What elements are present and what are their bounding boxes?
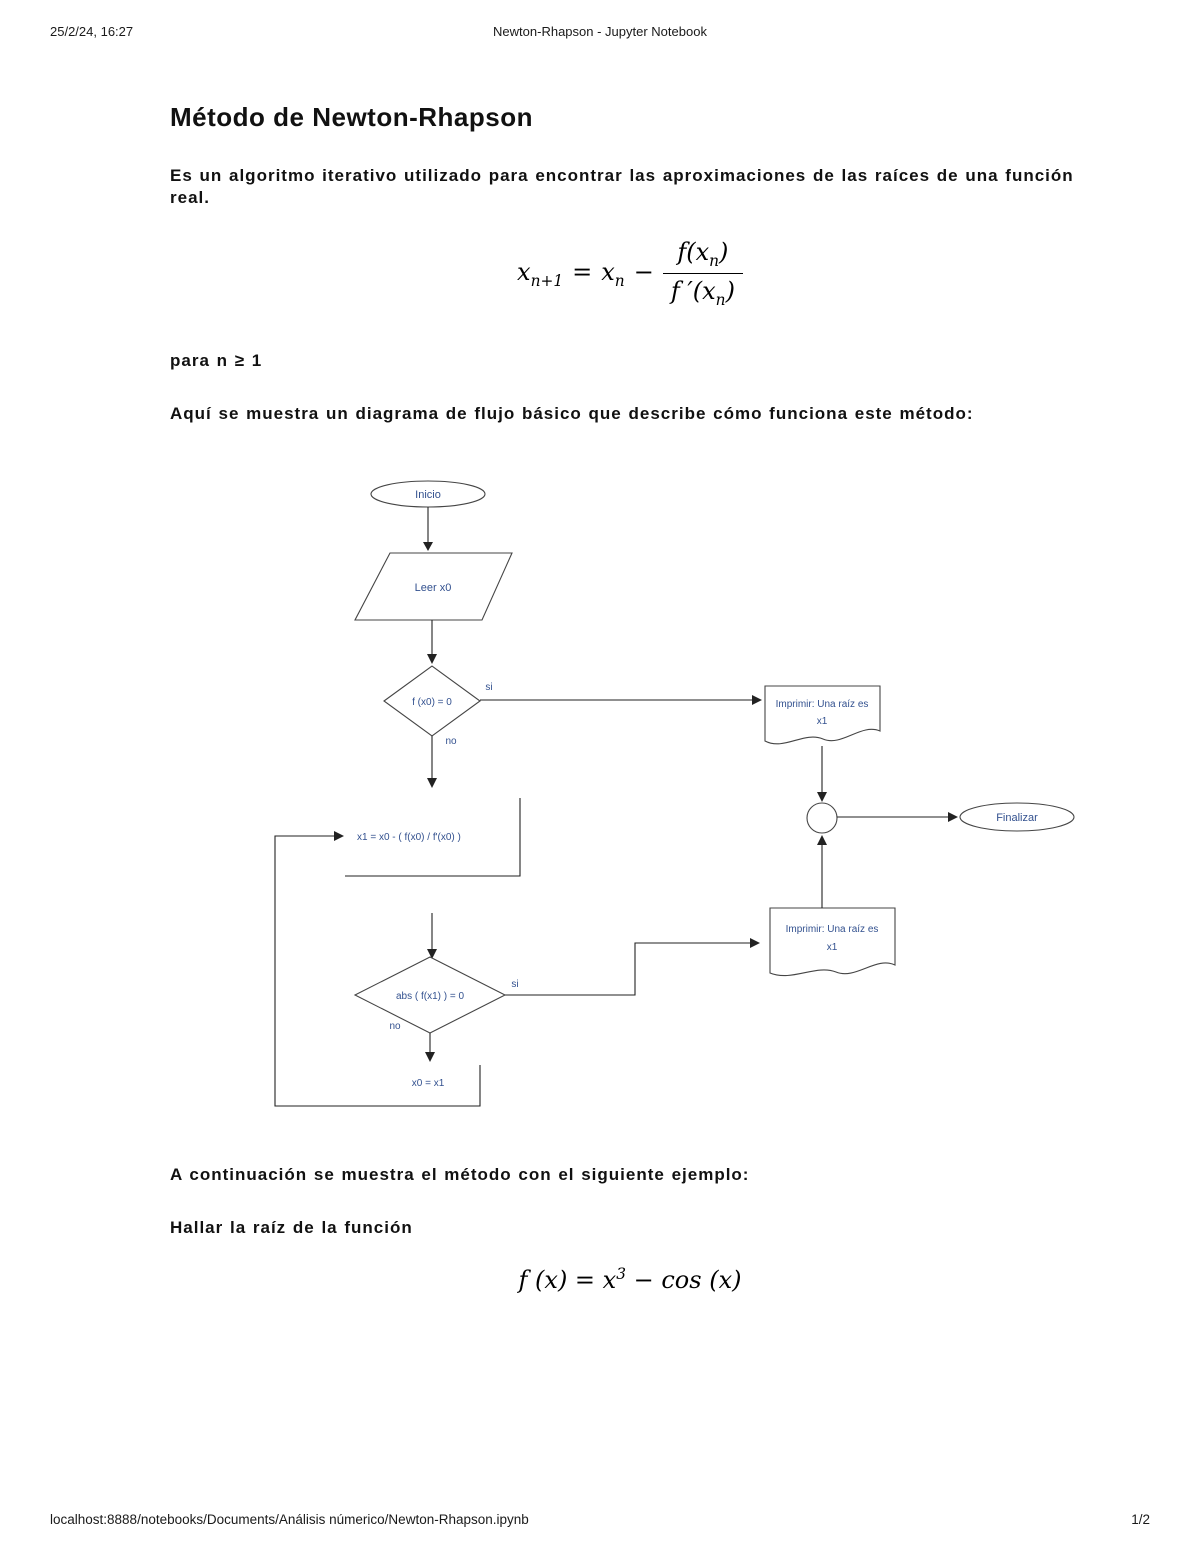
print-header-spacer <box>707 24 1150 39</box>
flowchart-decision2-yes-label: si <box>511 979 518 990</box>
flowchart-end-label: Finalizar <box>996 812 1038 824</box>
intro-paragraph: Es un algoritmo iterativo utilizado para… <box>170 166 1074 208</box>
page-title: Método de Newton-Rhapson <box>170 102 533 132</box>
formula-minus: − <box>633 257 654 286</box>
formula-lhs-base: x <box>517 257 531 286</box>
newton-formula-math: xn+1=xn−f(xn)f ′(xn) <box>517 238 743 308</box>
flowchart-decision2-no-label: no <box>389 1021 401 1032</box>
document-body: Método de Newton-Rhapson Es un algoritmo… <box>170 102 1090 1294</box>
flowchart-print1-line1: Imprimir: Una raíz es <box>776 699 869 710</box>
flowchart-decision2-label: abs ( f(x1) ) = 0 <box>396 991 465 1002</box>
numerator-post: ) <box>719 237 729 266</box>
print-header: 25/2/24, 16:27 Newton-Rhapson - Jupyter … <box>50 24 1150 39</box>
print-title: Newton-Rhapson - Jupyter Notebook <box>493 24 707 39</box>
arrowhead-decision2-no <box>425 1052 435 1063</box>
arrowhead-print2-to-connector <box>817 835 827 846</box>
print-footer: localhost:8888/notebooks/Documents/Análi… <box>50 1512 1150 1527</box>
formula-denominator: f ′(xn) <box>663 274 743 309</box>
flowchart-assign-box-lines <box>380 1065 481 1107</box>
flowchart-intro-paragraph: Aquí se muestra un diagrama de flujo bás… <box>170 403 974 423</box>
flowchart-assign-label: x0 = x1 <box>412 1078 445 1089</box>
flowchart-loop-line <box>274 835 380 1107</box>
flowchart-connector-circle <box>806 802 838 834</box>
flowchart-print2-document <box>769 907 896 977</box>
arrowhead-decision2-yes <box>750 938 760 949</box>
flowchart-print1-line2: x1 <box>817 716 828 727</box>
formula-fraction: f(xn)f ′(xn) <box>662 237 743 309</box>
flowchart-process-box-lines <box>345 798 521 877</box>
print-datetime: 25/2/24, 16:27 <box>50 24 134 39</box>
example-formula: f (x) = x3 − cos (x) <box>170 1265 1090 1294</box>
denominator-pre: f ′(x <box>670 276 716 305</box>
flowchart-print2-line2: x1 <box>827 942 838 953</box>
formula-rhs-sub: n <box>614 271 625 290</box>
numerator-sub: n <box>709 251 720 270</box>
flowchart-process-label: x1 = x0 - ( f(x0) / f'(x0) ) <box>357 832 461 843</box>
flowchart-print1-document <box>764 685 881 745</box>
example-formula-math: f (x) = x3 − cos (x) <box>518 1265 742 1295</box>
formula-lhs-sub: n+1 <box>530 271 564 290</box>
flowchart-read-label: Leer x0 <box>415 582 452 594</box>
example-intro-paragraph: A continuación se muestra el método con … <box>170 1165 750 1185</box>
arrowhead-loop-entry <box>334 831 344 842</box>
example-formula-post: − cos (x) <box>626 1266 742 1295</box>
newton-flowchart: Inicio Leer x0 f (x0) = 0 si no Imprimir… <box>274 480 1075 1107</box>
denominator-sub: n <box>715 290 726 309</box>
find-root-paragraph: Hallar la raíz de la función <box>170 1217 413 1237</box>
example-formula-pre: f (x) = x <box>518 1266 617 1295</box>
arrowhead-start-to-read <box>423 542 433 552</box>
arrowhead-print1-to-connector <box>817 792 827 803</box>
arrowhead-read-to-decision1 <box>427 654 437 665</box>
for-n-paragraph: para n ≥ 1 <box>170 351 263 371</box>
flowchart-decision1-no-label: no <box>445 736 457 747</box>
footer-url: localhost:8888/notebooks/Documents/Análi… <box>50 1512 529 1527</box>
formula-numerator: f(xn) <box>662 237 743 274</box>
flowchart-read-parallelogram <box>354 552 513 621</box>
arrowhead-decision1-no <box>427 778 437 789</box>
flowchart-decision1-label: f (x0) = 0 <box>412 697 452 708</box>
formula-rhs-base: x <box>601 257 615 286</box>
footer-page-number: 1/2 <box>1131 1512 1150 1527</box>
example-formula-exponent: 3 <box>616 1265 626 1284</box>
flowchart-print2-line1: Imprimir: Una raíz es <box>786 924 879 935</box>
arrowhead-decision1-yes <box>752 695 762 706</box>
numerator-pre: f(x <box>677 237 710 266</box>
arrowhead-process-to-decision2 <box>427 949 437 960</box>
arrowhead-connector-to-end <box>948 812 958 823</box>
flowchart-decision1-yes-label: si <box>485 682 492 693</box>
flowchart-decision1-diamond <box>383 665 481 738</box>
flowchart-start-label: Inicio <box>415 489 441 501</box>
flowchart-end-oval <box>959 802 1075 832</box>
formula-equals: = <box>572 257 593 286</box>
arrow-decision2-yes <box>505 942 753 996</box>
newton-formula: xn+1=xn−f(xn)f ′(xn) <box>170 238 1090 308</box>
denominator-post: ) <box>725 276 735 305</box>
